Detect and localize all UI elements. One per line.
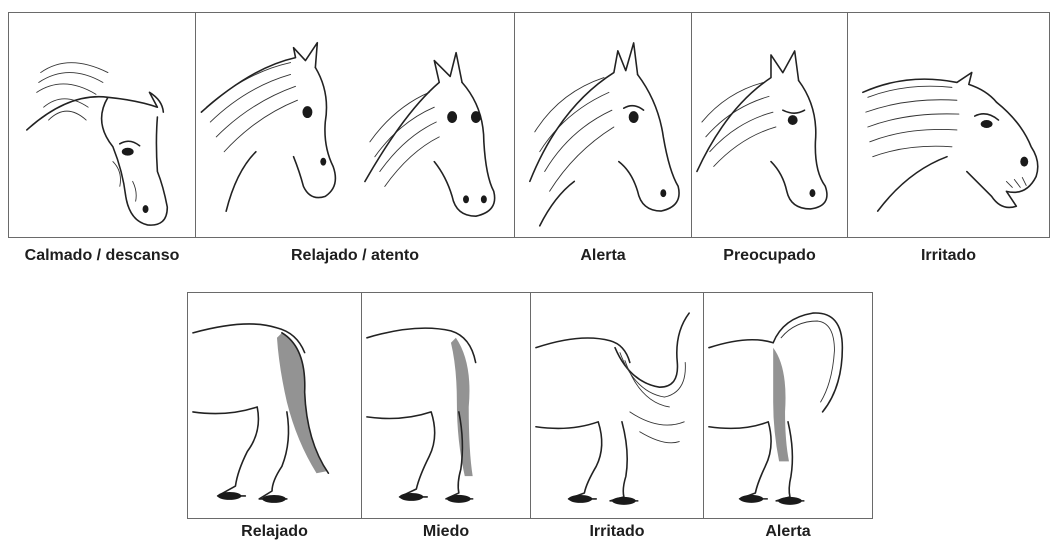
horse-head-resting-icon xyxy=(9,13,195,237)
tail-label-relaxed: Relajado xyxy=(187,523,362,541)
head-panel-alert xyxy=(514,12,692,238)
head-label-worried: Preocupado xyxy=(691,247,848,265)
tail-panel-relaxed xyxy=(187,292,362,519)
horse-tail-fear-icon xyxy=(362,293,530,518)
head-panel-attentive xyxy=(195,12,515,238)
horse-head-irritated-icon xyxy=(848,13,1049,237)
tail-panel-alert xyxy=(703,292,873,519)
head-label-calm: Calmado / descanso xyxy=(8,247,196,265)
head-panel-worried xyxy=(691,12,848,238)
horse-tail-alert-icon xyxy=(704,293,872,518)
tail-label-alert: Alerta xyxy=(703,523,873,541)
horse-head-alert-icon xyxy=(515,13,691,237)
head-panel-irritated xyxy=(847,12,1050,238)
horse-tail-irritated-icon xyxy=(531,293,703,518)
horse-head-attentive-icon xyxy=(196,13,514,237)
head-label-alert: Alerta xyxy=(514,247,692,265)
horse-tail-relaxed-icon xyxy=(188,293,361,518)
tail-label-fear: Miedo xyxy=(361,523,531,541)
head-label-attentive: Relajado / atento xyxy=(195,247,515,265)
tail-panel-fear xyxy=(361,292,531,519)
head-label-irritated: Irritado xyxy=(847,247,1050,265)
tail-label-irritated: Irritado xyxy=(530,523,704,541)
tail-panel-irritated xyxy=(530,292,704,519)
horse-head-worried-icon xyxy=(692,13,847,237)
head-panel-calm xyxy=(8,12,196,238)
